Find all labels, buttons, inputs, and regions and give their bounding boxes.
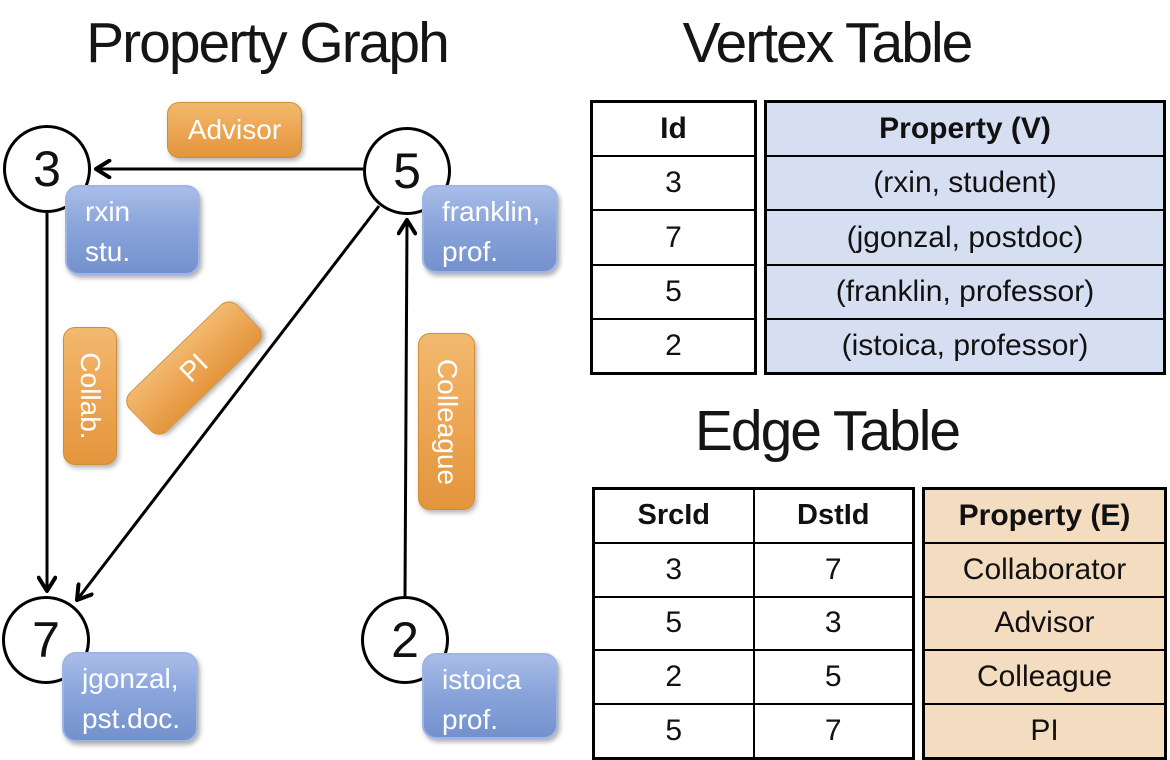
table-row: 2 5 <box>595 649 913 704</box>
table-row: 3 7 <box>595 541 913 596</box>
table-cell: (jgonzal, postdoc) <box>767 209 1163 264</box>
table-row: SrcId DstId <box>595 490 912 542</box>
table-cell: 5 <box>665 714 683 748</box>
table-cell: 2 <box>665 660 683 694</box>
edge-label-collab-text: Collab. <box>75 352 106 440</box>
table-cell: 5 <box>752 651 913 704</box>
vertex-label-istoica: istoica prof. <box>422 653 558 739</box>
edge-label-advisor-text: Advisor <box>187 114 282 145</box>
table-cell: 3 <box>665 552 683 586</box>
table-cell: 3 <box>593 155 754 209</box>
property-graph-title: Property Graph <box>86 11 450 75</box>
table-cell: 7 <box>752 705 913 757</box>
table-row: 5 3 <box>595 595 913 650</box>
edge-table-dstid-header: DstId <box>752 490 913 542</box>
edge-arrow-2-to-5 <box>405 220 407 597</box>
table-cell: 7 <box>752 543 913 596</box>
table-cell: Collaborator <box>925 541 1164 596</box>
edge-label-colleague-text: Colleague <box>431 358 463 485</box>
vertex-table-property-column: Property (V) (rxin, student) (jgonzal, p… <box>764 100 1166 375</box>
edge-table-srcid-header: SrcId <box>637 499 711 532</box>
edge-label-collab: Collab. <box>63 327 117 465</box>
vertex-table-id-header: Id <box>660 112 687 146</box>
edge-label-pi-text: PI <box>173 347 214 388</box>
table-cell: PI <box>925 703 1164 757</box>
vertex-label-rxin: rxin stu. <box>65 185 200 275</box>
edge-label-advisor: Advisor <box>167 102 302 158</box>
vertex-label-franklin: franklin, prof. <box>422 185 558 273</box>
vertex-table-id-column: Id 3 7 5 2 <box>590 100 757 375</box>
table-cell: (franklin, professor) <box>767 263 1163 318</box>
table-row: 5 7 <box>595 703 912 757</box>
table-cell: 2 <box>593 317 754 372</box>
edge-arrow-5-to-7 <box>77 205 381 600</box>
graph-node-5: 5 <box>363 127 451 215</box>
edge-table-id-columns: SrcId DstId 3 7 5 3 2 5 5 7 <box>592 487 915 760</box>
edge-table-property-column: Property (E) Collaborator Advisor Collea… <box>922 487 1167 760</box>
table-cell: 7 <box>593 209 754 263</box>
vertex-table-title: Vertex Table <box>682 11 974 75</box>
table-cell: (rxin, student) <box>767 155 1163 210</box>
edge-label-colleague: Colleague <box>418 333 475 510</box>
edge-table-property-header: Property (E) <box>925 490 1164 542</box>
vertex-table-property-header: Property (V) <box>767 103 1163 156</box>
table-cell: (istoica, professor) <box>767 317 1163 373</box>
table-cell: Colleague <box>925 649 1164 704</box>
table-cell: 5 <box>665 606 683 640</box>
edge-table-title: Edge Table <box>694 399 961 463</box>
table-cell: 5 <box>593 263 754 318</box>
table-cell: Advisor <box>925 595 1164 650</box>
table-cell: 3 <box>752 597 913 650</box>
vertex-label-jgonzal: jgonzal, pst.doc. <box>62 652 198 742</box>
